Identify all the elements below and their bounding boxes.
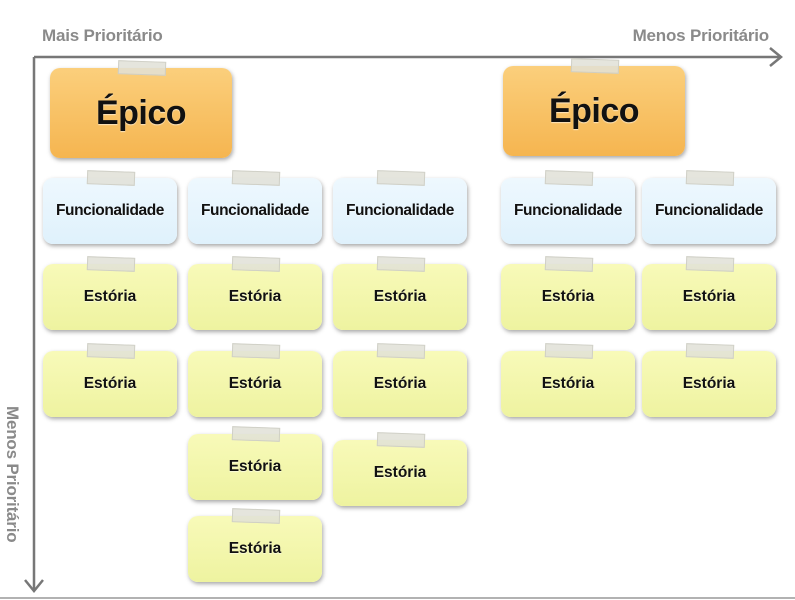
feature-card[interactable]: Funcionalidade xyxy=(43,170,177,244)
tape-decoration xyxy=(376,432,426,448)
feature-card-label: Funcionalidade xyxy=(55,202,165,219)
tape-decoration xyxy=(86,343,136,359)
tape-decoration xyxy=(570,58,620,74)
tape-decoration xyxy=(231,256,281,272)
story-card-label: Estória xyxy=(228,375,282,392)
epic-card-label: Épico xyxy=(548,91,640,130)
story-card[interactable]: Estória xyxy=(188,343,322,417)
story-card[interactable]: Estória xyxy=(43,256,177,330)
tape-decoration xyxy=(685,256,735,272)
epic-card[interactable]: Épico xyxy=(503,58,685,156)
story-card[interactable]: Estória xyxy=(333,343,467,417)
story-card-label: Estória xyxy=(541,375,595,392)
horizontal-axis-arrowhead xyxy=(769,47,783,67)
story-card-label: Estória xyxy=(541,288,595,305)
tape-decoration xyxy=(376,256,426,272)
axis-label-least-priority-vertical: Menos Prioritário xyxy=(3,406,22,543)
feature-card[interactable]: Funcionalidade xyxy=(333,170,467,244)
epic-card[interactable]: Épico xyxy=(50,60,232,158)
axis-label-least-priority-horizontal: Menos Prioritário xyxy=(632,26,770,45)
tape-decoration xyxy=(231,170,281,186)
story-card[interactable]: Estória xyxy=(188,426,322,500)
story-card[interactable]: Estória xyxy=(642,343,776,417)
story-card-label: Estória xyxy=(228,288,282,305)
story-card-label: Estória xyxy=(373,464,427,481)
tape-decoration xyxy=(376,170,426,186)
tape-decoration xyxy=(231,343,281,359)
tape-decoration xyxy=(117,60,167,76)
tape-decoration xyxy=(544,256,594,272)
story-card-label: Estória xyxy=(83,375,137,392)
story-card-label: Estória xyxy=(228,540,282,557)
feature-card-label: Funcionalidade xyxy=(345,202,455,219)
story-card[interactable]: Estória xyxy=(188,256,322,330)
story-card[interactable]: Estória xyxy=(501,343,635,417)
story-card-label: Estória xyxy=(373,288,427,305)
feature-card-label: Funcionalidade xyxy=(654,202,764,219)
feature-card[interactable]: Funcionalidade xyxy=(501,170,635,244)
tape-decoration xyxy=(231,426,281,442)
story-card[interactable]: Estória xyxy=(333,432,467,506)
story-card-label: Estória xyxy=(83,288,137,305)
tape-decoration xyxy=(86,256,136,272)
tape-decoration xyxy=(685,170,735,186)
story-card-label: Estória xyxy=(682,288,736,305)
tape-decoration xyxy=(86,170,136,186)
story-card[interactable]: Estória xyxy=(501,256,635,330)
story-card[interactable]: Estória xyxy=(188,508,322,582)
tape-decoration xyxy=(376,343,426,359)
tape-decoration xyxy=(544,343,594,359)
axis-label-most-priority: Mais Prioritário xyxy=(42,26,163,45)
feature-card[interactable]: Funcionalidade xyxy=(642,170,776,244)
story-card-label: Estória xyxy=(373,375,427,392)
vertical-axis-arrowhead xyxy=(24,579,44,593)
feature-card[interactable]: Funcionalidade xyxy=(188,170,322,244)
epic-card-label: Épico xyxy=(95,93,187,132)
story-card[interactable]: Estória xyxy=(43,343,177,417)
tape-decoration xyxy=(685,343,735,359)
feature-card-label: Funcionalidade xyxy=(513,202,623,219)
tape-decoration xyxy=(544,170,594,186)
tape-decoration xyxy=(231,508,281,524)
story-card[interactable]: Estória xyxy=(642,256,776,330)
story-card-label: Estória xyxy=(682,375,736,392)
story-card-label: Estória xyxy=(228,458,282,475)
feature-card-label: Funcionalidade xyxy=(200,202,310,219)
story-card[interactable]: Estória xyxy=(333,256,467,330)
